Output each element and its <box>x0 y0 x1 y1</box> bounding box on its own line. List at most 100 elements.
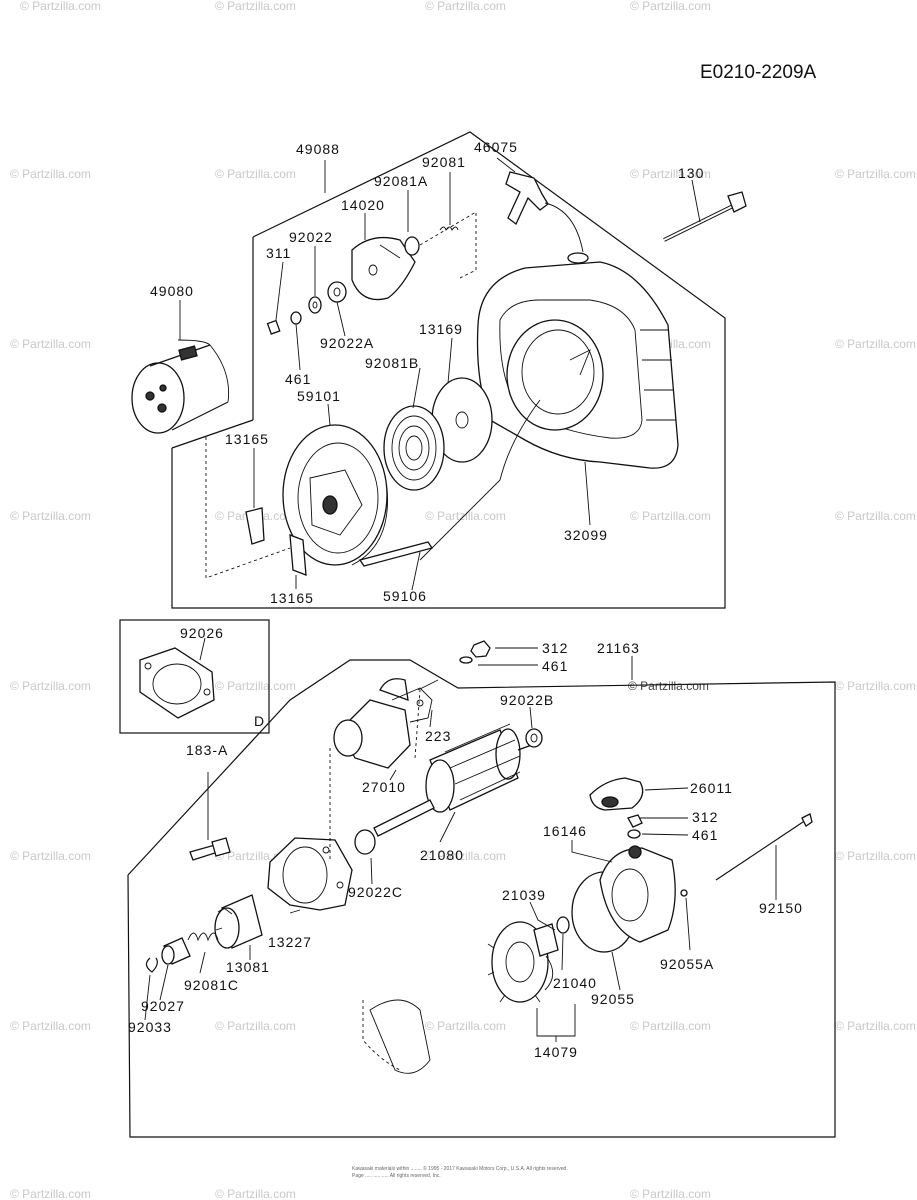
watermark: © Partzilla.com <box>215 1019 296 1033</box>
callout-223: 223 <box>425 728 451 744</box>
part-312-nut <box>470 640 491 658</box>
part-26011-cap <box>589 777 644 811</box>
callout-49080: 49080 <box>150 283 194 299</box>
watermark: © Partzilla.com <box>835 1019 916 1033</box>
watermark: © Partzilla.com <box>835 337 916 351</box>
callout-92055A: 92055A <box>660 956 714 972</box>
callout-46075: 46075 <box>474 139 518 155</box>
callout-21040: 21040 <box>553 975 597 991</box>
watermark: © Partzilla.com <box>835 167 916 181</box>
callout-312: 312 <box>692 809 718 825</box>
recoil-starter-group <box>131 131 747 609</box>
part-13227-bracket <box>267 837 353 911</box>
callout-92022: 92022 <box>289 229 333 245</box>
watermark: © Partzilla.com <box>10 509 91 523</box>
watermark: © Partzilla.com <box>215 679 296 693</box>
diagram-id: E0210-2209A <box>700 62 817 83</box>
watermark: © Partzilla.com <box>10 679 91 693</box>
footer-copyright: Kawasaki materials within ........ © 199… <box>352 1165 568 1172</box>
callout-59101: 59101 <box>297 388 341 404</box>
watermark: © Partzilla.com <box>630 167 711 181</box>
callout-21163: 21163 <box>597 640 640 656</box>
part-14079-brush-plate <box>487 921 559 1003</box>
callout-16146: 16146 <box>543 823 587 839</box>
part-92081-spring <box>439 226 459 232</box>
watermark: © Partzilla.com <box>628 679 709 693</box>
callout-92026: 92026 <box>180 625 224 641</box>
callout-59106: 59106 <box>383 588 427 604</box>
watermark: © Partzilla.com <box>10 1187 91 1200</box>
callout-92081: 92081 <box>422 154 466 170</box>
part-16146-rear-cover <box>599 845 676 943</box>
callout-92033: 92033 <box>128 1019 172 1035</box>
callout-461: 461 <box>692 827 718 843</box>
part-46075-handle <box>505 171 589 264</box>
callout-26011: 26011 <box>690 780 733 796</box>
callout-92022B: 92022B <box>500 692 554 708</box>
callout-21039: 21039 <box>502 887 546 903</box>
part-461-washer <box>627 829 641 839</box>
part-92022C-ring <box>354 829 376 855</box>
part-92055A-oring <box>680 889 688 897</box>
part-92081C-spring <box>187 932 219 942</box>
watermark: © Partzilla.com <box>10 849 91 863</box>
callout-461: 461 <box>285 371 311 387</box>
callout-21080: 21080 <box>420 847 464 863</box>
part-27010-solenoid <box>333 678 433 769</box>
part-13081-pinion <box>214 894 263 949</box>
watermark: © Partzilla.com <box>835 679 916 693</box>
watermark: © Partzilla.com <box>215 1187 296 1200</box>
part-59101-reel <box>282 424 434 567</box>
electric-starter-group <box>127 640 836 1138</box>
watermark: © Partzilla.com <box>20 0 101 13</box>
callout-312: 312 <box>542 640 568 656</box>
watermark: © Partzilla.com <box>835 849 916 863</box>
callout-92022A: 92022A <box>320 335 374 351</box>
watermark: © Partzilla.com <box>215 0 296 13</box>
watermarks: © Partzilla.com © Partzilla.com © Partzi… <box>10 0 916 1200</box>
part-21040-brush <box>556 916 570 934</box>
callout-92150: 92150 <box>759 900 803 916</box>
part-21080-armature <box>373 723 541 837</box>
callout-92055: 92055 <box>591 991 635 1007</box>
part-32099-housing <box>419 261 679 561</box>
callout-130: 130 <box>678 165 704 181</box>
callout-92081B: 92081B <box>365 355 419 371</box>
callout-13165: 13165 <box>225 431 269 447</box>
footer-copyright-2: Page ..... ..... ..... All rights reserv… <box>352 1173 441 1179</box>
callout-92022C: 92022C <box>348 884 403 900</box>
part-223-screw <box>417 679 439 691</box>
callout-32099: 32099 <box>564 527 608 543</box>
watermark: © Partzilla.com <box>630 1019 711 1033</box>
part-13165-pawl <box>289 534 307 576</box>
watermark: © Partzilla.com <box>425 1019 506 1033</box>
part-49080-drum <box>131 339 230 434</box>
part-13165-pawl <box>245 507 265 545</box>
callout-27010: 27010 <box>362 779 406 795</box>
part-92022A-washer <box>327 281 347 303</box>
callout-183A: 183-A <box>186 742 228 758</box>
callout-92081A: 92081A <box>374 173 428 189</box>
watermark: © Partzilla.com <box>425 509 506 523</box>
callout-13169: 13169 <box>419 321 463 337</box>
watermark: © Partzilla.com <box>425 849 506 863</box>
part-92022B-washer <box>525 728 543 748</box>
part-59106-guide <box>358 541 434 567</box>
inset-D-gasket <box>119 619 270 734</box>
callout-461: 461 <box>542 658 568 674</box>
part-130-bolt <box>663 191 747 242</box>
watermark: © Partzilla.com <box>10 167 91 181</box>
part-92150-through-bolt <box>715 813 813 881</box>
callout-92027: 92027 <box>141 998 185 1014</box>
part-92033-clip <box>145 957 158 973</box>
part-311-bolt <box>266 319 281 335</box>
callout-14020: 14020 <box>341 197 385 213</box>
part-461-washer <box>290 311 302 325</box>
part-14020-ratchet <box>351 236 416 301</box>
part-92022-washer <box>308 296 322 314</box>
watermark: © Partzilla.com <box>630 1187 711 1200</box>
watermark: © Partzilla.com <box>835 509 916 523</box>
callout-13165: 13165 <box>270 590 314 606</box>
watermark: © Partzilla.com <box>10 337 91 351</box>
